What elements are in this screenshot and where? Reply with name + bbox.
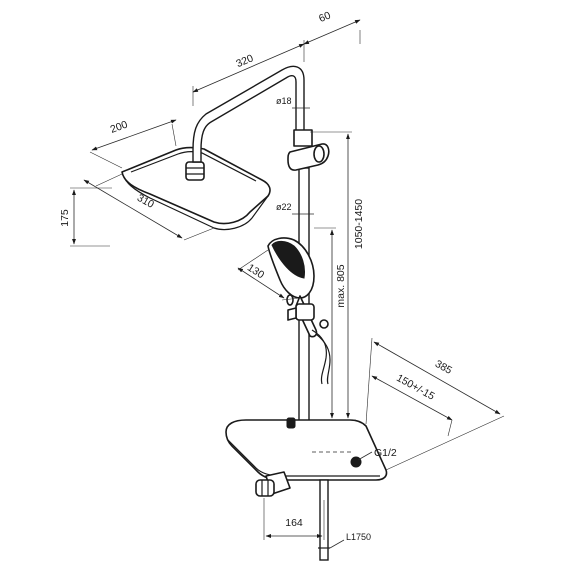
label-head-depth: 200: [109, 118, 130, 135]
label-arm-diameter: ø18: [276, 96, 292, 106]
thermostat-shelf: [225, 417, 388, 481]
dim-riser-height: 1050-1450: [310, 131, 365, 421]
dim-slide-max: max. 805: [314, 227, 347, 419]
dim-wall-distance: 150+/-15: [371, 372, 453, 437]
label-arm-length: 320: [234, 52, 255, 70]
dim-head-depth: 200: [89, 118, 177, 169]
label-hose-length: L1750: [346, 532, 371, 542]
overhead-arm: [192, 65, 305, 163]
label-riser-diameter: ø22: [276, 202, 292, 212]
label-slide-max: max. 805: [335, 264, 347, 307]
hose: [311, 329, 331, 385]
dim-knob-width: 164: [263, 498, 325, 540]
label-wall-distance: 150+/-15: [394, 372, 436, 403]
label-handshower-width: 130: [245, 262, 266, 282]
label-head-height: 175: [59, 209, 71, 227]
dim-head-height: 175: [59, 187, 112, 247]
dim-hose-length: L1750: [329, 532, 371, 549]
dim-arm-diameter: ø18: [276, 96, 310, 109]
label-bar-offset: 60: [317, 9, 333, 25]
label-knob-width: 164: [285, 517, 303, 529]
dim-riser-diameter: ø22: [276, 202, 314, 215]
label-connection-thread: G1/2: [374, 447, 397, 459]
dim-bar-offset: 60: [303, 9, 361, 45]
dim-connection-thread: G1/2: [357, 447, 397, 461]
label-total-depth: 385: [433, 358, 454, 377]
slide-holder: [286, 294, 329, 329]
temperature-knob: [255, 471, 291, 497]
label-riser-height: 1050-1450: [353, 199, 365, 249]
shower-head-connector: [185, 161, 205, 181]
